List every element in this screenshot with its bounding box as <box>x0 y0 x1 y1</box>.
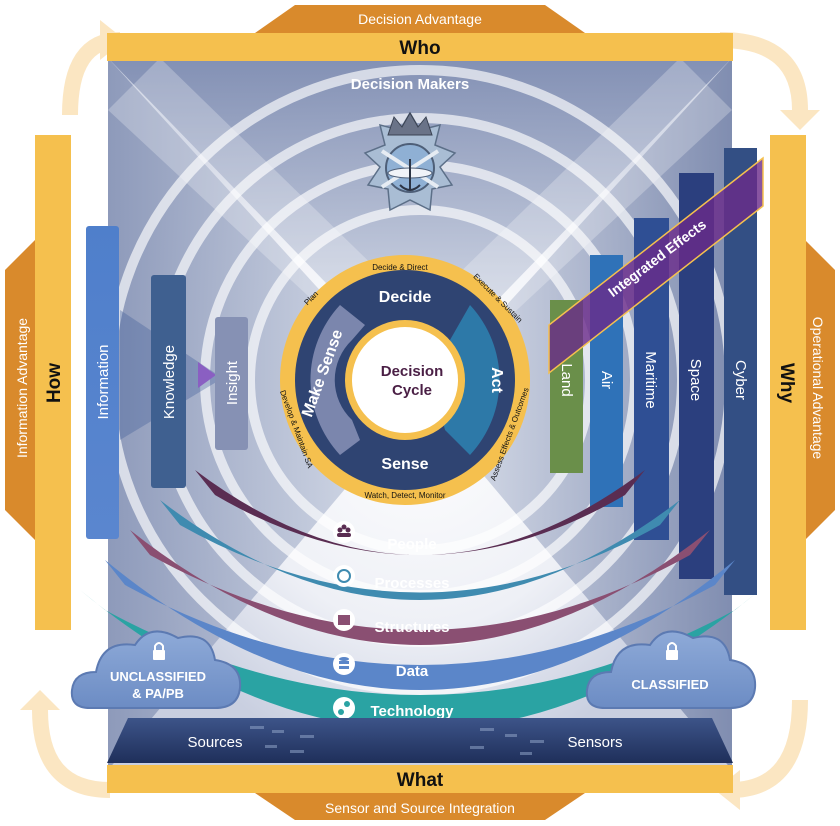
right-tab-label: Operational Advantage <box>810 317 826 460</box>
data-band <box>105 560 735 690</box>
cloud-unclassified-line1: UNCLASSIFIED <box>110 669 206 684</box>
bottom-band-label: What <box>397 770 444 791</box>
gears-icon <box>333 697 355 719</box>
processes-icon <box>333 565 355 587</box>
processes-band <box>160 500 680 600</box>
insight-bar <box>215 317 248 450</box>
knowledge-label: Knowledge <box>161 345 178 419</box>
domain-label-cyber: Cyber <box>732 360 749 400</box>
enabler-processes: Processes <box>333 565 450 592</box>
top-band <box>107 33 733 61</box>
flow-arrows <box>32 32 808 798</box>
decision-makers-title: Decision Makers <box>351 76 469 93</box>
domain-label-space: Space <box>687 359 704 402</box>
lock-icon <box>153 642 165 660</box>
information-label: Information <box>95 344 112 419</box>
top-tab <box>255 5 585 33</box>
segment-label-sense: Sense <box>381 456 428 473</box>
sensors-label: Sensors <box>567 734 622 751</box>
domain-label-maritime: Maritime <box>642 351 659 409</box>
ring-label-decide-direct: Decide & Direct <box>372 263 428 272</box>
insight-arrow-icon <box>198 362 216 388</box>
left-band <box>35 135 71 630</box>
technology-label: Technology <box>370 703 454 720</box>
enabler-data: Data <box>333 653 429 680</box>
information-bar <box>86 226 119 539</box>
segment-label-decide: Decide <box>379 289 432 306</box>
structures-label: Structures <box>374 619 449 636</box>
sources-label: Sources <box>187 734 242 751</box>
segment-make-sense <box>310 305 365 455</box>
insight-label: Insight <box>224 360 241 405</box>
right-band <box>770 135 806 630</box>
right-tab <box>805 240 835 540</box>
cloud-classified: CLASSIFIED <box>585 630 757 709</box>
cloud-unclassified: UNCLASSIFIED & PA/PB <box>70 630 242 709</box>
cycle-center-line1: Decision <box>381 363 444 380</box>
segment-act <box>440 305 500 455</box>
emblem-icon <box>363 111 457 212</box>
data-label: Data <box>396 663 429 680</box>
cycle-center-line2: Cycle <box>392 382 432 399</box>
enabler-technology: Technology <box>333 697 454 720</box>
left-tab-label: Information Advantage <box>14 318 30 458</box>
integrated-effects-banner <box>548 156 764 375</box>
left-tab <box>5 240 35 540</box>
data-pattern <box>250 726 544 755</box>
segment-label-act: Act <box>488 367 505 393</box>
bottom-tab <box>255 793 585 820</box>
enabler-structures: Structures <box>333 609 450 636</box>
sources-sensors-platform <box>107 718 733 763</box>
left-band-label: How <box>44 363 65 403</box>
knowledge-bar <box>151 275 186 488</box>
cloud-classified-label: CLASSIFIED <box>631 677 708 692</box>
structures-band <box>130 530 710 645</box>
cloud-unclassified-line2: & PA/PB <box>132 686 184 701</box>
bottom-tab-label: Sensor and Source Integration <box>325 800 515 816</box>
people-band <box>195 470 645 555</box>
lock-icon <box>666 642 678 660</box>
processes-label: Processes <box>374 575 449 592</box>
decision-cycle: Decision Cycle Decide Act Sense Make Sen… <box>278 255 531 505</box>
bottom-band <box>107 765 733 793</box>
right-band-label: Why <box>776 363 797 404</box>
arrow-head-top-right <box>780 110 820 130</box>
top-band-label: Who <box>399 38 440 59</box>
domain-label-air: Air <box>598 371 615 389</box>
people-icon <box>333 521 355 543</box>
domain-label-land: Land <box>558 363 575 396</box>
ring-label-watch: Watch, Detect, Monitor <box>364 491 445 500</box>
arrow-head-bottom-left <box>20 690 60 710</box>
people-label: People <box>387 536 436 553</box>
enabler-people: People <box>333 521 437 553</box>
top-tab-label: Decision Advantage <box>358 11 482 27</box>
